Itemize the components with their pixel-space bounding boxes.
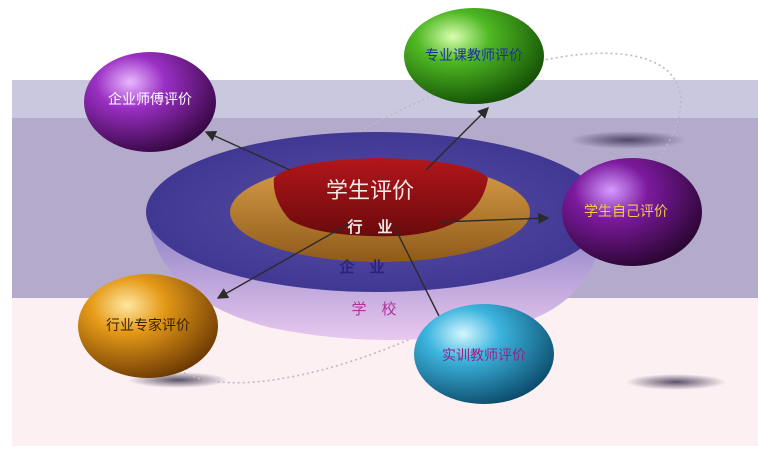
industry-expert-label: 行业专家评价	[106, 317, 190, 334]
sphere-industry-expert: 行业专家评价	[78, 274, 218, 378]
sphere-shadow	[626, 374, 726, 390]
sphere-major-teacher: 专业课教师评价	[404, 8, 544, 104]
center-title: 学生评价	[326, 179, 414, 204]
connection-arrows	[204, 107, 550, 331]
sphere-self: 学生自己评价	[562, 158, 702, 266]
training-teacher-label: 实训教师评价	[442, 348, 526, 364]
sphere-enterprise-mentor: 企业师傅评价	[84, 52, 216, 152]
industry-layer	[273, 158, 488, 237]
enterprise-label: 企 业	[338, 258, 384, 276]
orbit-path	[158, 52, 682, 384]
industry-label: 行 业	[346, 218, 392, 236]
sphere-training-teacher: 实训教师评价	[414, 304, 554, 404]
enterprise-mentor-label: 企业师傅评价	[108, 91, 192, 108]
school-label: 学 校	[351, 300, 396, 318]
sphere-shadow	[570, 131, 686, 149]
major-teacher-label: 专业课教师评价	[425, 48, 523, 64]
self-label: 学生自己评价	[584, 204, 668, 220]
